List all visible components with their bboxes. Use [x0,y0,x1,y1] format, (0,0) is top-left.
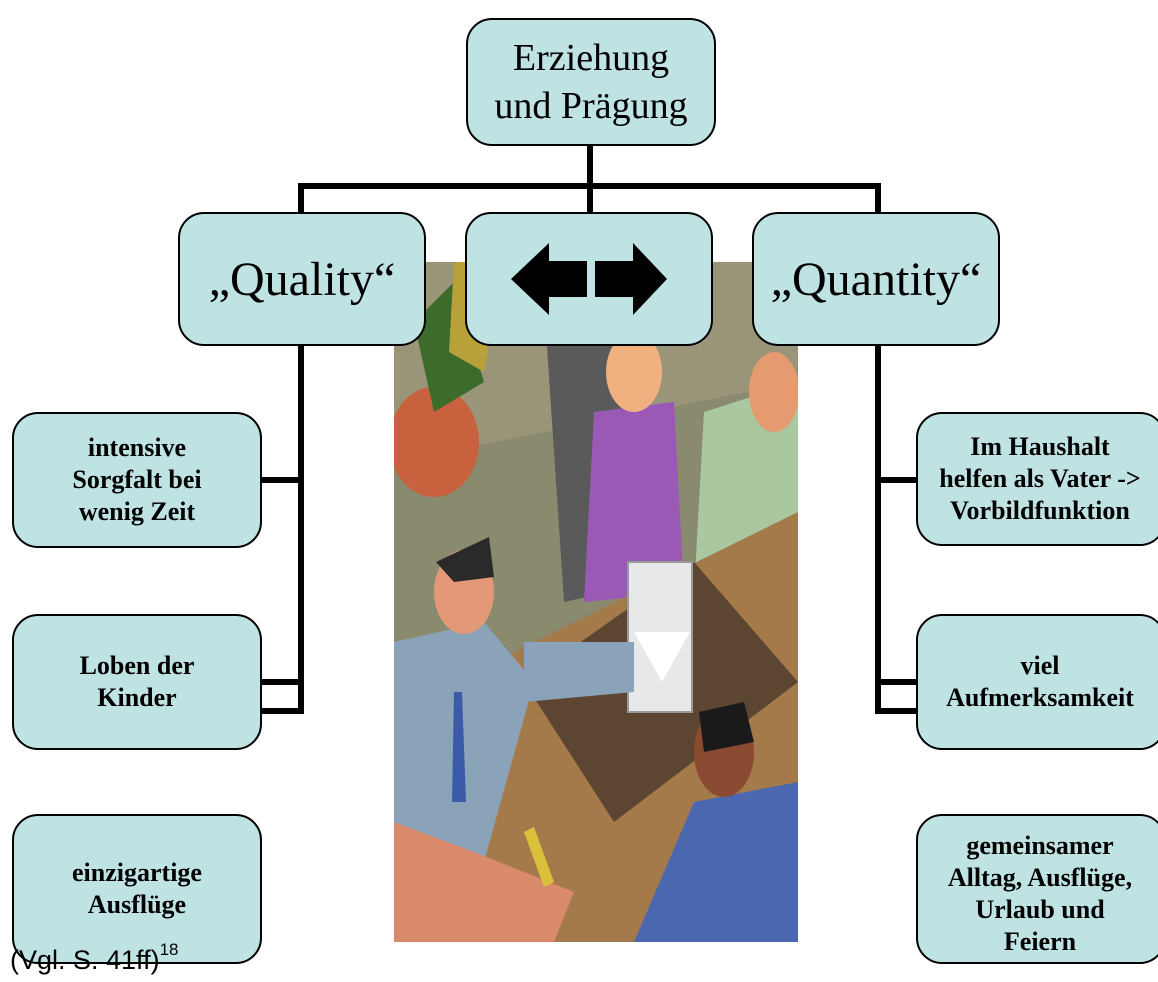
quantity-item-1-line-1: Im Haushalt [970,432,1110,461]
left-right-arrows-icon [511,243,667,315]
footnote-marker: 18 [159,940,179,959]
quality-item-3-line-1: einzigartige [72,858,202,887]
quality-item-3: einzigartige Ausflüge [12,814,262,964]
quantity-item-1: Im Haushalt helfen als Vater -> Vorbildf… [916,412,1158,546]
root-box-erziehung: Erziehung und Prägung [466,18,716,146]
quantity-label: „Quantity“ [770,252,982,306]
quantity-item-3-line-3: Urlaub und [975,895,1105,924]
connector-quantity-item-2 [875,679,917,685]
connector-to-quantity [875,183,881,213]
source-caption: (Vgl. S. 41ff)18 [10,940,179,976]
connector-quantity-item-1 [875,477,917,483]
quantity-item-1-line-3: Vorbildfunktion [950,496,1130,525]
quantity-item-1-line-2: helfen als Vater -> [939,464,1141,493]
connector-quality-item-2 [262,679,304,685]
business-meeting-illustration [394,262,798,942]
quantity-item-3-line-4: Feiern [1003,927,1077,956]
quantity-item-2-line-2: Aufmerksamkeit [946,683,1134,712]
connector-quality-trunk [298,346,304,714]
quantity-item-2: viel Aufmerksamkeit [916,614,1158,750]
connector-quantity-trunk [875,346,881,714]
quality-box: „Quality“ [178,212,426,346]
quantity-item-3: gemeinsamer Alltag, Ausflüge, Urlaub und… [916,814,1158,964]
quality-item-1-line-3: wenig Zeit [78,497,196,526]
caption-text: (Vgl. S. 41ff) [10,945,160,975]
root-line-2: und Prägung [494,85,688,127]
quality-item-2: Loben der Kinder [12,614,262,750]
quality-item-2-line-2: Kinder [97,683,177,712]
center-arrows-box [465,212,713,346]
quality-item-1-line-2: Sorgfalt bei [72,465,202,494]
connector-root-down [587,146,593,188]
quantity-box: „Quantity“ [752,212,1000,346]
quantity-item-3-line-1: gemeinsamer [966,831,1114,860]
connector-quality-item-3 [262,708,304,714]
quality-item-3-line-2: Ausflüge [87,890,187,919]
connector-quantity-item-3 [875,708,917,714]
quantity-item-2-line-1: viel [1020,651,1060,680]
connector-to-quality [298,183,304,213]
connector-quality-item-1 [262,477,304,483]
quality-label: „Quality“ [208,252,396,306]
quality-item-1: intensive Sorgfalt bei wenig Zeit [12,412,262,548]
quality-item-2-line-1: Loben der [79,651,195,680]
root-line-1: Erziehung [512,37,670,79]
quality-item-1-line-1: intensive [87,433,187,462]
quantity-item-3-line-2: Alltag, Ausflüge, [947,863,1133,892]
connector-to-center [587,183,593,213]
